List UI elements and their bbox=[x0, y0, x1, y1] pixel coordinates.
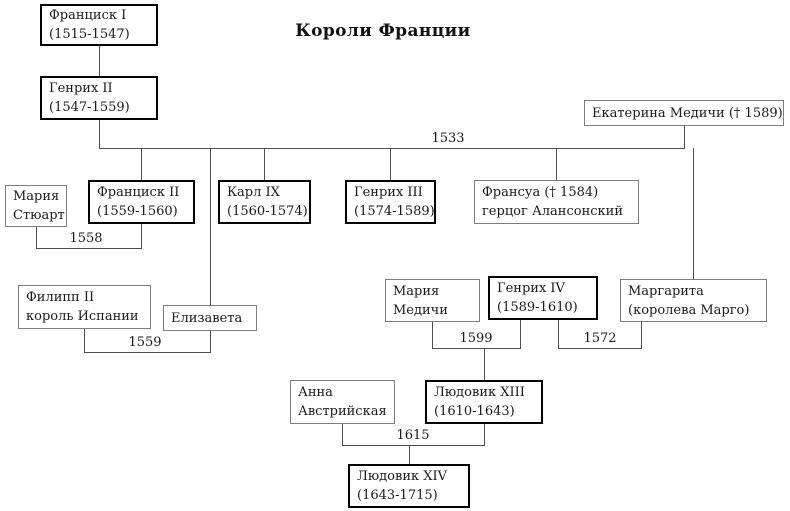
person-catherine-de-medici: Екатерина Медичи († 1589) bbox=[584, 100, 784, 126]
person-name: Екатерина Медичи († 1589) bbox=[592, 105, 783, 121]
connector-to-louis14 bbox=[409, 445, 410, 464]
marriage-line-henry4-margaret bbox=[558, 348, 642, 349]
marriage-line-louis13-anne bbox=[342, 445, 485, 446]
connector-francis1-henry2 bbox=[99, 46, 100, 76]
person-name: Франсуа († 1584) bbox=[482, 185, 599, 200]
person-name: Людовик XIV bbox=[357, 469, 448, 484]
person-name: Мария bbox=[393, 283, 440, 299]
marriage-year-1558: 1558 bbox=[67, 231, 105, 246]
person-dates: (1560-1574) bbox=[227, 204, 308, 219]
connector-catherine-drop bbox=[684, 126, 685, 148]
person-title: (королева Марго) bbox=[628, 302, 750, 318]
person-henry-ii: Генрих II (1547-1559) bbox=[40, 76, 158, 120]
person-name: Франциск I bbox=[49, 8, 127, 23]
person-name: Карл IX bbox=[227, 185, 280, 200]
person-francois-alencon: Франсуа († 1584) герцог Алансонский bbox=[474, 180, 639, 224]
person-name2: Австрийская bbox=[298, 404, 387, 419]
person-name: Филипп II bbox=[26, 290, 95, 305]
connector-francis2-drop bbox=[141, 224, 142, 248]
person-dates: (1643-1715) bbox=[357, 488, 438, 503]
marriage-year-1572: 1572 bbox=[581, 331, 619, 346]
person-louis-xiv: Людовик XIV (1643-1715) bbox=[348, 464, 470, 508]
person-dates: (1610-1643) bbox=[434, 404, 515, 419]
marriage-year-1615: 1615 bbox=[394, 428, 432, 443]
person-francis-i: Франциск I (1515-1547) bbox=[40, 4, 158, 46]
person-elizabeth: Елизавета bbox=[163, 305, 257, 331]
connector-louis13-drop bbox=[484, 424, 485, 445]
connector-to-louis13 bbox=[484, 348, 485, 380]
person-dates: (1589-1610) bbox=[497, 300, 578, 315]
person-name: Франциск II bbox=[97, 185, 180, 200]
person-dates: (1547-1559) bbox=[49, 100, 130, 115]
person-dates: (1515-1547) bbox=[49, 27, 130, 42]
connector-to-francois bbox=[556, 148, 557, 180]
person-name2: Стюарт bbox=[13, 208, 65, 223]
marriage-year-1559: 1559 bbox=[126, 335, 164, 350]
marriage-line-henry2-catherine bbox=[99, 148, 685, 149]
person-francis-ii: Франциск II (1559-1560) bbox=[88, 180, 195, 224]
connector-to-francis2 bbox=[141, 148, 142, 180]
person-name: Генрих II bbox=[49, 81, 113, 96]
person-title: герцог Алансонский bbox=[482, 204, 623, 219]
person-philip-ii: Филипп II король Испании bbox=[18, 285, 151, 329]
person-charles-ix: Карл IX (1560-1574) bbox=[218, 180, 311, 224]
person-name: Генрих III bbox=[354, 185, 423, 200]
person-louis-xiii: Людовик XIII (1610-1643) bbox=[425, 380, 543, 424]
connector-margaret-drop bbox=[641, 322, 642, 348]
person-name: Елизавета bbox=[171, 310, 243, 326]
connector-to-charles9 bbox=[264, 148, 265, 180]
person-henry-iii: Генрих III (1574-1589) bbox=[345, 180, 436, 224]
person-anne-of-austria: Анна Австрийская bbox=[290, 380, 395, 424]
person-name: Генрих IV bbox=[497, 281, 565, 296]
person-dates: (1559-1560) bbox=[97, 204, 178, 219]
marriage-line-philip2-elizabeth bbox=[84, 352, 211, 353]
marriage-line-francis2-mary bbox=[36, 248, 142, 249]
marriage-year-1599: 1599 bbox=[457, 331, 495, 346]
person-name2: Медичи bbox=[393, 302, 448, 318]
person-name: Людовик XIII bbox=[434, 385, 525, 400]
marriage-year-1533: 1533 bbox=[429, 131, 467, 146]
connector-to-elizabeth bbox=[210, 148, 211, 305]
connector-to-henry3 bbox=[390, 148, 391, 180]
person-title: король Испании bbox=[26, 309, 139, 324]
person-marie-de-medici: Мария Медичи bbox=[385, 279, 480, 322]
person-name: Мария bbox=[13, 189, 60, 204]
diagram-title: Короли Франции bbox=[295, 21, 471, 41]
person-dates: (1574-1589) bbox=[354, 204, 435, 219]
connector-mariemedici-drop bbox=[432, 322, 433, 348]
connector-elizabeth-drop bbox=[210, 331, 211, 352]
marriage-line-henry4-marie bbox=[432, 348, 521, 349]
connector-henry4-left-drop bbox=[520, 320, 521, 348]
connector-marystuart-drop bbox=[36, 227, 37, 248]
person-name: Анна bbox=[298, 385, 333, 400]
connector-henry4-right-drop bbox=[558, 320, 559, 348]
person-margaret-valois: Маргарита (королева Марго) bbox=[620, 279, 767, 322]
person-henry-iv: Генрих IV (1589-1610) bbox=[488, 276, 598, 320]
person-name: Маргарита bbox=[628, 283, 704, 299]
person-mary-stuart: Мария Стюарт bbox=[5, 185, 67, 227]
connector-to-margaret bbox=[693, 148, 694, 279]
connector-philip2-drop bbox=[84, 329, 85, 352]
connector-anne-drop bbox=[342, 424, 343, 445]
connector-henry2-drop bbox=[99, 120, 100, 148]
